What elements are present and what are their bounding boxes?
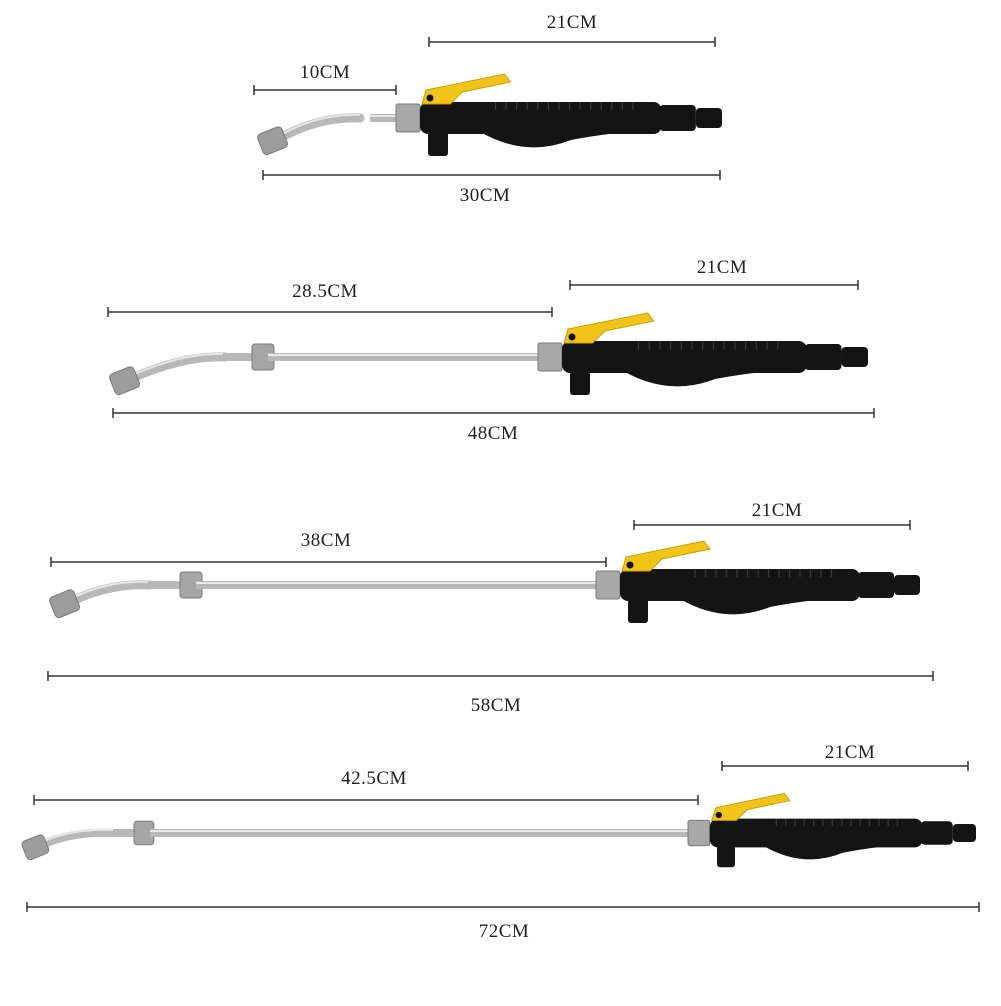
pistol-grip [480, 130, 647, 148]
steel-rod [268, 353, 540, 361]
nozzle [21, 834, 50, 861]
wand-2 [109, 312, 868, 396]
brass-fitting [595, 570, 621, 600]
wand-2-handle-label: 21CM [696, 257, 748, 278]
wand-3 [49, 540, 920, 623]
wand-2-total-label: 48CM [467, 423, 519, 444]
hose-connector [952, 824, 976, 842]
trigger-pin [426, 94, 434, 102]
wand-3-extension-label: 38CM [300, 530, 352, 551]
grip-body [562, 341, 807, 373]
valve-knob [428, 132, 448, 156]
wand-4-extension-label: 42.5CM [341, 768, 407, 789]
wand-1-total-label: 30CM [459, 185, 511, 206]
tube-segment [113, 829, 140, 837]
wand-4-total-label: 72CM [478, 921, 530, 942]
steel-rod [150, 829, 690, 837]
grip-body [420, 102, 662, 134]
connector-nut [858, 572, 894, 598]
hose-connector [894, 575, 920, 595]
wand-1-total-dimension-line [262, 170, 721, 180]
wand-4-handle-label: 21CM [824, 742, 876, 763]
steel-rod [196, 581, 598, 589]
wand-2-handle-dimension-line [569, 280, 859, 290]
pistol-grip [623, 369, 792, 387]
trigger-lever [621, 540, 711, 572]
trigger-pin [568, 333, 576, 341]
valve-knob [717, 845, 735, 868]
wand-1-handle-label: 21CM [546, 12, 598, 33]
trigger-pin [626, 561, 634, 569]
wand-4-extension-dimension-line [33, 795, 699, 805]
wand-1-handle-dimension-line [428, 37, 716, 47]
grip-body [709, 818, 923, 848]
brass-fitting [687, 819, 711, 847]
trigger-pin [715, 811, 722, 819]
wand-2-total-dimension-line [112, 408, 875, 418]
brass-fitting [395, 103, 421, 133]
wand-4 [21, 792, 976, 868]
wand-1-extension-dimension-line [253, 85, 397, 95]
wand-4-handle-dimension-line [721, 761, 969, 771]
connector-nut [659, 105, 696, 131]
pistol-grip [763, 843, 910, 860]
tube-segment [223, 353, 258, 361]
wand-3-handle-label: 21CM [751, 500, 803, 521]
nozzle [49, 589, 81, 619]
nozzle [257, 126, 289, 156]
pistol-grip [680, 597, 845, 615]
tube-segment [148, 581, 186, 589]
bent-tube [275, 113, 365, 143]
steel-rod [370, 114, 398, 122]
wand-3-extension-dimension-line [50, 557, 607, 567]
wand-1 [257, 73, 722, 156]
wand-2-extension-label: 28.5CM [292, 281, 358, 302]
bent-tube [67, 580, 155, 606]
wand-4-total-dimension-line [26, 902, 980, 912]
wand-3-total-label: 58CM [470, 695, 522, 716]
brass-fitting [537, 342, 563, 372]
bent-tube [127, 352, 230, 383]
hose-connector [841, 347, 868, 367]
connector-nut [920, 821, 953, 845]
wand-3-handle-dimension-line [633, 520, 911, 530]
trigger-lever [421, 73, 512, 105]
nozzle [109, 366, 141, 396]
valve-knob [570, 371, 590, 395]
connector-nut [804, 344, 842, 370]
wand-1-extension-label: 10CM [299, 62, 351, 83]
valve-knob [628, 599, 648, 623]
bent-tube [39, 828, 120, 849]
trigger-lever [563, 312, 655, 344]
wand-3-total-dimension-line [47, 671, 934, 681]
trigger-lever [711, 792, 791, 821]
hose-connector [695, 108, 722, 128]
grip-body [620, 569, 860, 601]
wand-2-extension-dimension-line [107, 307, 553, 317]
